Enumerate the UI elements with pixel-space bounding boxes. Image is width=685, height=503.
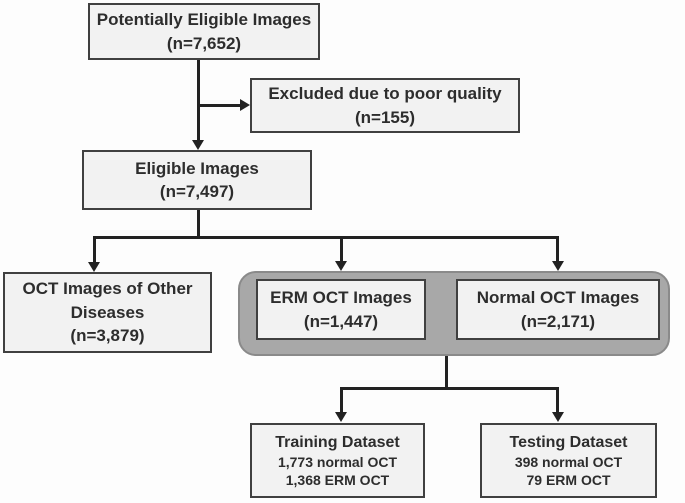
- node-title: Eligible Images: [135, 158, 259, 178]
- connector-drop-erm: [340, 236, 343, 262]
- connector-drop-testing: [556, 387, 559, 413]
- node-dataline-erm: 79 ERM OCT: [526, 472, 611, 489]
- connector-drop-normal: [556, 236, 559, 262]
- node-count: (n=7,652): [166, 33, 242, 53]
- node-excluded-poor-quality: Excluded due to poor quality (n=155): [250, 78, 520, 133]
- node-title: ERM OCT Images: [270, 288, 412, 308]
- connector-top-vertical: [197, 60, 200, 142]
- node-potentially-eligible-images: Potentially Eligible Images (n=7,652): [88, 3, 320, 60]
- node-dataline-normal: 398 normal OCT: [514, 454, 623, 471]
- node-count: (n=155): [355, 107, 415, 127]
- node-dataline-normal: 1,773 normal OCT: [277, 454, 398, 471]
- arrowhead-into-other-diseases: [88, 262, 100, 272]
- node-count: (n=1,447): [303, 311, 379, 331]
- connector-excluded-horizontal: [197, 104, 240, 107]
- node-count: (n=3,879): [70, 326, 145, 346]
- node-title: Normal OCT Images: [476, 288, 640, 308]
- node-title: OCT Images of Other Diseases: [22, 279, 193, 322]
- connector-three-way-horizontal: [93, 236, 559, 239]
- node-count: (n=2,171): [520, 311, 596, 331]
- arrowhead-into-training: [335, 412, 347, 422]
- connector-drop-training: [340, 387, 343, 413]
- connector-drop-other-diseases: [93, 236, 96, 263]
- arrowhead-into-eligible: [192, 140, 204, 150]
- connector-group-stub: [445, 356, 448, 390]
- node-title: Excluded due to poor quality: [268, 84, 502, 104]
- arrowhead-into-erm: [335, 261, 347, 271]
- node-count: (n=7,497): [159, 182, 235, 201]
- node-training-dataset: Training Dataset 1,773 normal OCT 1,368 …: [250, 423, 425, 498]
- node-title: Training Dataset: [275, 433, 400, 451]
- connector-eligible-stub: [197, 210, 200, 239]
- node-eligible-images: Eligible Images (n=7,497): [82, 150, 312, 210]
- arrowhead-into-excluded: [240, 99, 250, 111]
- node-erm-oct-images: ERM OCT Images (n=1,447): [256, 279, 426, 340]
- node-dataline-erm: 1,368 ERM OCT: [285, 472, 390, 489]
- node-testing-dataset: Testing Dataset 398 normal OCT 79 ERM OC…: [480, 423, 657, 498]
- node-title: Testing Dataset: [509, 433, 628, 451]
- node-title: Potentially Eligible Images: [96, 10, 312, 30]
- arrowhead-into-testing: [552, 412, 564, 422]
- connector-two-way-horizontal: [340, 387, 559, 390]
- arrowhead-into-normal: [552, 261, 564, 271]
- node-oct-other-diseases: OCT Images of Other Diseases (n=3,879): [3, 272, 212, 353]
- node-normal-oct-images: Normal OCT Images (n=2,171): [456, 279, 660, 340]
